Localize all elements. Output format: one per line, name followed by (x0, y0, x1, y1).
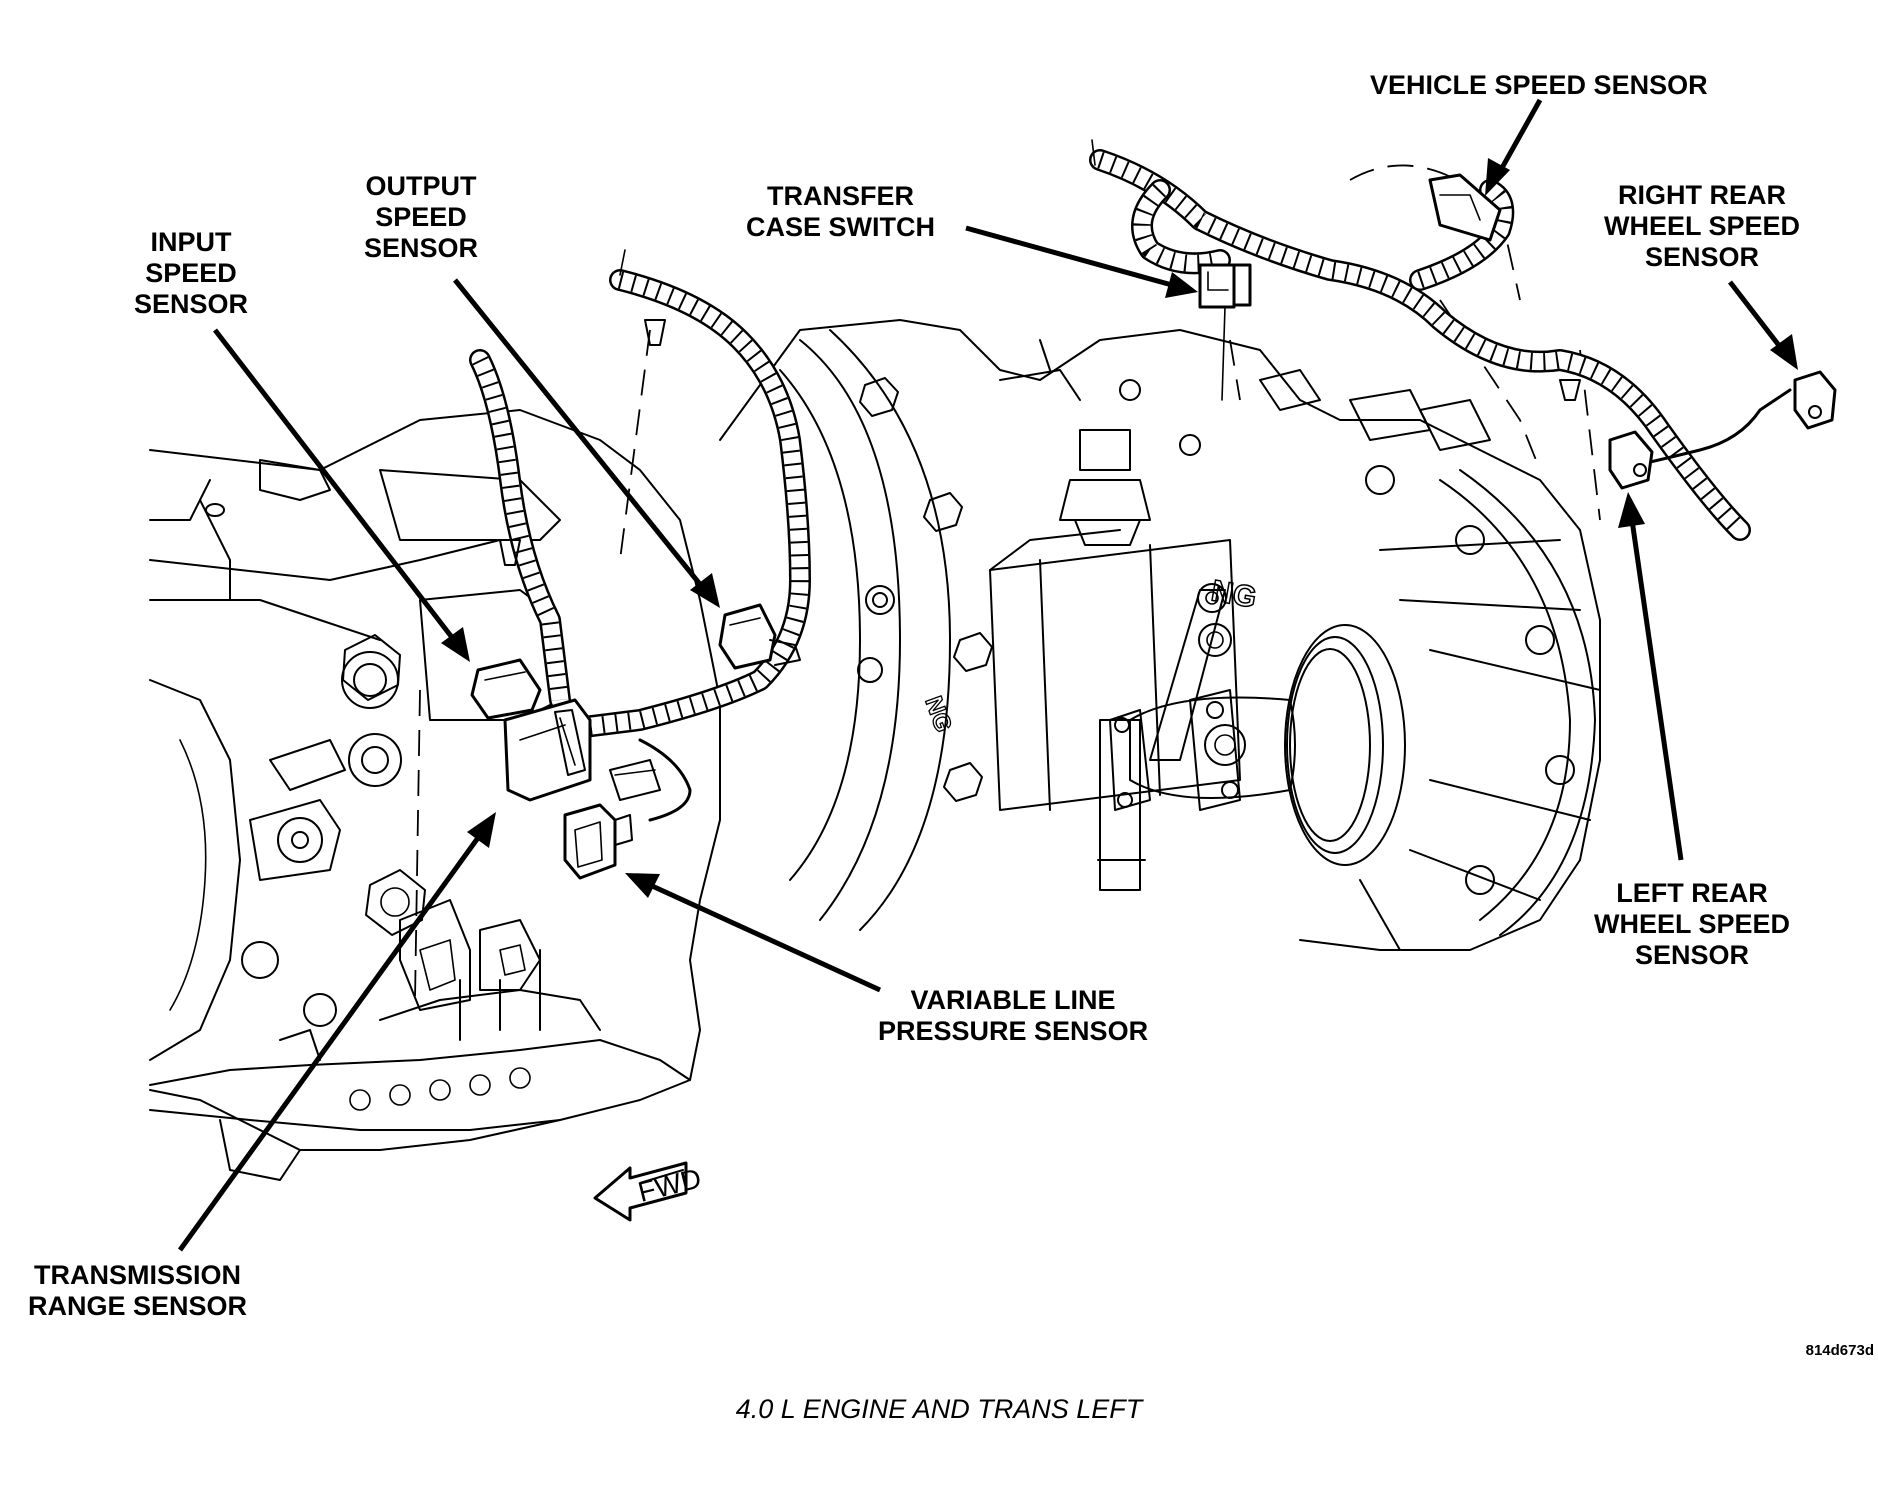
label-line: RIGHT REAR (1618, 180, 1787, 210)
label-line: WHEEL SPEED (1604, 211, 1801, 241)
leader-left-rear-wheel-speed-sensor (1618, 492, 1684, 861)
transfer-case-switch-connector (1198, 263, 1252, 401)
label-right-rear-wheel-speed-sensor: RIGHT REAR WHEEL SPEED SENSOR (1604, 180, 1800, 273)
label-transmission-range-sensor: TRANSMISSION RANGE SENSOR (28, 1260, 247, 1322)
leader-right-rear-wheel-speed-sensor (1728, 280, 1798, 370)
label-line: PRESSURE SENSOR (878, 1016, 1149, 1046)
svg-text:NG: NG (919, 693, 957, 736)
leader-variable-line-pressure-sensor (625, 873, 882, 993)
label-line: VEHICLE SPEED SENSOR (1370, 70, 1708, 100)
output-speed-sensor-connector (718, 603, 801, 670)
vehicle-speed-sensor-connector (1428, 173, 1502, 242)
label-line: SENSOR (134, 289, 249, 319)
figure-caption: 4.0 L ENGINE AND TRANS LEFT (735, 1394, 1143, 1424)
pressure-sensor-bracket (609, 759, 661, 801)
label-vehicle-speed-sensor: VEHICLE SPEED SENSOR (1370, 70, 1708, 101)
label-line: TRANSFER (767, 181, 914, 211)
figure-id: 814d673d (1805, 1342, 1874, 1359)
right-rear-wheel-speed-sensor-connector (1793, 370, 1837, 430)
label-input-speed-sensor: INPUT SPEED SENSOR (134, 227, 248, 320)
label-line: LEFT REAR (1616, 878, 1768, 908)
label-line: SPEED (145, 258, 237, 288)
leader-transfer-case-switch (965, 225, 1198, 298)
leader-transmission-range-sensor (177, 812, 496, 1252)
leader-vehicle-speed-sensor (1485, 98, 1543, 196)
label-left-rear-wheel-speed-sensor: LEFT REAR WHEEL SPEED SENSOR (1594, 878, 1790, 971)
leader-output-speed-sensor (453, 278, 720, 608)
transfer-case-housing: NG NG (719, 164, 1601, 951)
label-line: INPUT (150, 227, 232, 257)
label-line: RANGE SENSOR (28, 1291, 248, 1321)
label-transfer-case-switch: TRANSFER CASE SWITCH (746, 181, 935, 243)
left-rear-wheel-speed-sensor-connector (1608, 430, 1654, 490)
input-speed-sensor-connector (470, 658, 542, 720)
label-output-speed-sensor: OUTPUT SPEED SENSOR (364, 171, 478, 264)
label-line: VARIABLE LINE (910, 985, 1116, 1015)
label-line: SENSOR (364, 233, 479, 263)
label-variable-line-pressure-sensor: VARIABLE LINE PRESSURE SENSOR (878, 985, 1148, 1047)
wiring-harness (469, 139, 1792, 822)
transmission-range-sensor-connector (503, 698, 592, 802)
forward-direction-arrow-icon: FWD (593, 1161, 704, 1222)
variable-line-pressure-sensor-connector (563, 803, 633, 880)
transmission-housing (149, 329, 721, 1181)
label-line: CASE SWITCH (746, 212, 935, 242)
label-line: TRANSMISSION (34, 1260, 242, 1290)
fwd-marker-text: FWD (635, 1162, 704, 1208)
label-line: SENSOR (1635, 940, 1750, 970)
label-line: OUTPUT (365, 171, 477, 201)
label-line: SPEED (375, 202, 467, 232)
label-line: WHEEL SPEED (1594, 909, 1791, 939)
label-line: SENSOR (1645, 242, 1760, 272)
leader-input-speed-sensor (213, 328, 470, 662)
